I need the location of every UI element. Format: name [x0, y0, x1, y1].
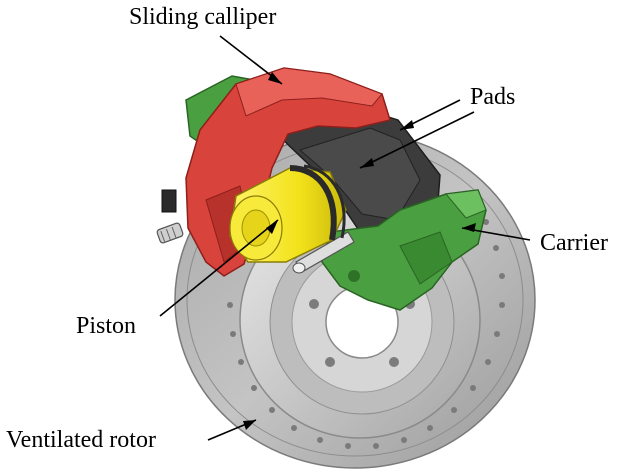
- leader-arrows: [159, 35, 531, 441]
- arrow-pads-lower: [359, 111, 475, 169]
- arrow-piston: [159, 219, 279, 317]
- label-sliding-calliper: Sliding calliper: [129, 4, 277, 30]
- label-piston: Piston: [76, 313, 137, 339]
- label-ventilated-rotor: Ventilated rotor: [6, 427, 156, 453]
- guide-pin: [292, 231, 355, 274]
- bleed-screw: [156, 189, 184, 244]
- label-pads: Pads: [470, 84, 516, 110]
- piston: [229, 164, 347, 263]
- label-carrier: Carrier: [540, 230, 608, 256]
- carrier: [321, 189, 487, 311]
